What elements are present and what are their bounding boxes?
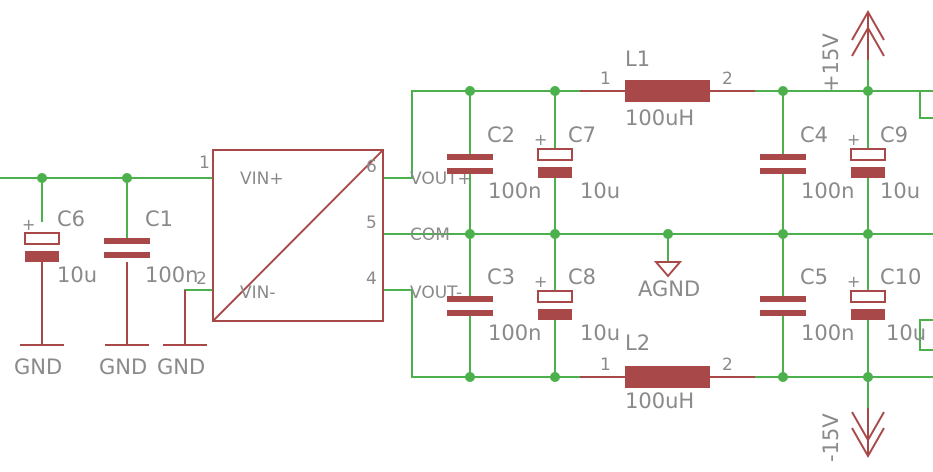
capacitor-value: 100n xyxy=(488,179,541,203)
positive-supply-label: +15V xyxy=(819,33,843,92)
junction-dot xyxy=(550,86,560,96)
gnd-label: GND xyxy=(14,355,62,379)
capacitor-c5: C5 100n xyxy=(760,265,854,345)
capacitor-label: C4 xyxy=(800,123,828,147)
pin-number-1: 1 xyxy=(199,153,210,173)
pin-name-vin-plus: VIN+ xyxy=(240,169,284,189)
negative-supply-symbol: -15V xyxy=(819,408,885,462)
junctions xyxy=(37,86,873,382)
inductor-l1: L1 100uH 1 2 xyxy=(580,47,755,130)
pin-number-6: 6 xyxy=(366,157,377,177)
polarity-mark: + xyxy=(534,272,547,291)
negative-supply-label: -15V xyxy=(819,413,843,462)
polarity-mark: + xyxy=(847,272,860,291)
junction-dot xyxy=(465,229,475,239)
capacitor-c10: + C10 10u xyxy=(847,265,926,345)
gnd-symbol: GND xyxy=(14,262,64,379)
polarity-mark: + xyxy=(22,215,35,234)
pin-number-4: 4 xyxy=(366,269,377,289)
polarity-mark: + xyxy=(847,130,860,149)
gnd-label: GND xyxy=(99,355,147,379)
capacitor-label: C5 xyxy=(800,265,828,289)
capacitor-label: C8 xyxy=(568,265,596,289)
pin-number: 1 xyxy=(600,69,611,89)
pin-number: 2 xyxy=(722,355,733,375)
junction-dot xyxy=(863,86,873,96)
capacitor-c4: C4 100n xyxy=(760,123,854,203)
agnd-symbol: AGND xyxy=(638,261,700,301)
gnd-symbol: GND xyxy=(99,262,149,379)
junction-dot xyxy=(37,173,47,183)
capacitor-label: C6 xyxy=(57,207,85,231)
inductor-l2: L2 100uH 1 2 xyxy=(580,331,755,413)
positive-supply-symbol: +15V xyxy=(819,9,885,92)
junction-dot xyxy=(550,372,560,382)
junction-dot xyxy=(863,229,873,239)
junction-dot xyxy=(778,372,788,382)
capacitor-c6: + C6 10u xyxy=(22,207,97,287)
junction-dot xyxy=(778,229,788,239)
pin-number-5: 5 xyxy=(366,213,377,233)
capacitor-value: 100n xyxy=(488,321,541,345)
capacitor-value: 100n xyxy=(145,263,198,287)
capacitor-value: 10u xyxy=(886,321,926,345)
capacitor-value: 10u xyxy=(57,263,97,287)
junction-dot xyxy=(465,372,475,382)
capacitor-value: 10u xyxy=(580,321,620,345)
capacitor-c9: + C9 10u xyxy=(847,123,920,203)
junction-dot xyxy=(122,173,132,183)
capacitor-c3: C3 100n xyxy=(447,265,541,345)
capacitor-c7: + C7 10u xyxy=(534,123,620,203)
gnd-label: GND xyxy=(157,355,205,379)
pin-number-2: 2 xyxy=(196,269,207,289)
capacitor-value: 10u xyxy=(580,179,620,203)
inductor-value: 100uH xyxy=(625,106,694,130)
junction-dot xyxy=(778,86,788,96)
junction-dot xyxy=(550,229,560,239)
agnd-label: AGND xyxy=(638,277,700,301)
capacitor-label: C2 xyxy=(487,123,515,147)
gnd-symbol: GND xyxy=(157,290,207,379)
pin-number: 1 xyxy=(600,355,611,375)
pin-number: 2 xyxy=(722,69,733,89)
junction-dot xyxy=(663,229,673,239)
inductor-label: L2 xyxy=(625,331,650,355)
capacitor-value: 100n xyxy=(801,321,854,345)
dcdc-module: 1 2 4 5 6 VIN+ VIN- VOUT+ COM VOUT- xyxy=(196,149,472,322)
pin-name-vin-minus: VIN- xyxy=(240,283,276,303)
capacitor-label: C10 xyxy=(880,265,921,289)
capacitor-label: C7 xyxy=(568,123,596,147)
capacitor-c1: C1 100n xyxy=(104,207,198,287)
junction-dot xyxy=(863,372,873,382)
junction-dot xyxy=(465,86,475,96)
inductor-value: 100uH xyxy=(625,389,694,413)
pin-name-com: COM xyxy=(410,225,450,245)
capacitor-c2: C2 100n xyxy=(447,123,541,203)
capacitor-label: C9 xyxy=(880,123,908,147)
capacitor-value: 10u xyxy=(880,179,920,203)
capacitor-label: C3 xyxy=(487,265,515,289)
capacitor-label: C1 xyxy=(145,207,173,231)
capacitor-value: 100n xyxy=(801,179,854,203)
polarity-mark: + xyxy=(534,130,547,149)
inductor-label: L1 xyxy=(625,47,650,71)
capacitor-c8: + C8 10u xyxy=(534,265,620,345)
